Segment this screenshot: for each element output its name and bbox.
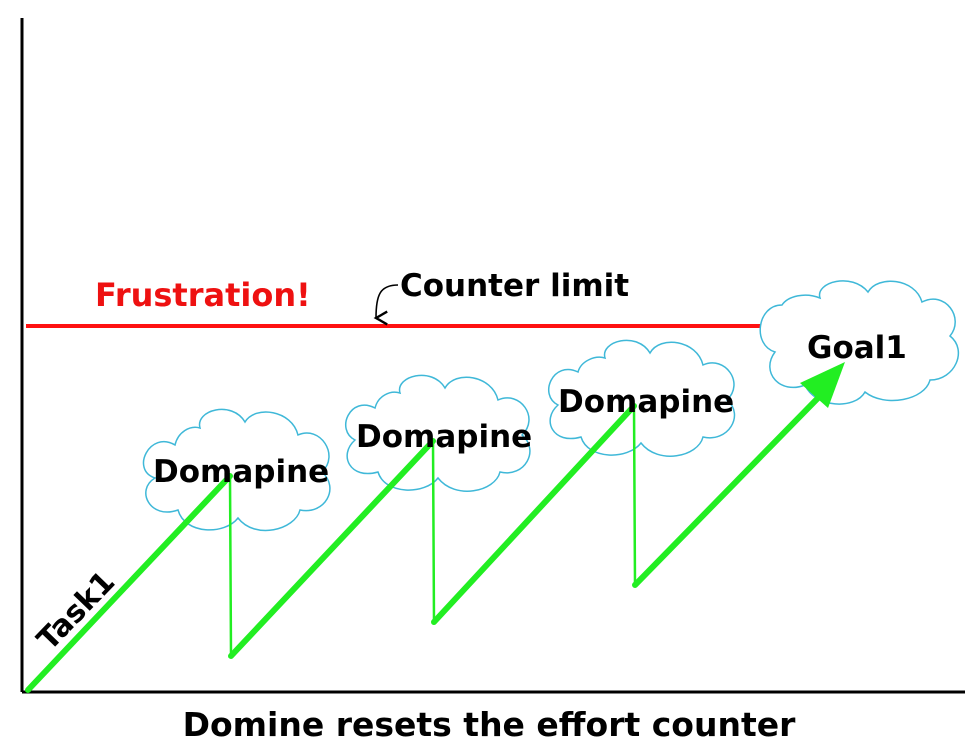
cloud-2-label: Domapine	[356, 419, 532, 455]
cloud-goal	[759, 280, 960, 405]
effort-line	[25, 395, 821, 693]
cloud-2	[345, 374, 531, 492]
effort-rise-4	[632, 395, 821, 588]
counter-limit-label: Counter limit	[400, 268, 629, 304]
effort-rise-3	[431, 403, 637, 625]
cloud-1	[142, 408, 331, 532]
task-label: Task1	[31, 565, 123, 658]
x-axis-label: Domine resets the effort counter	[183, 705, 797, 744]
effort-rise-2	[228, 438, 436, 659]
cloud-1-label: Domapine	[153, 454, 329, 490]
effort-reset-3	[632, 404, 637, 587]
cloud-3-label: Domapine	[558, 384, 734, 420]
goal-arrow-head	[800, 362, 845, 408]
goal-label: Goal1	[807, 330, 907, 366]
effort-reset-1	[228, 474, 233, 658]
effort-rise-1	[25, 473, 233, 693]
cloud-3	[548, 339, 736, 457]
effort-reset-2	[431, 439, 436, 624]
frustration-label: Frustration!	[95, 276, 311, 314]
counter-limit-pointer	[373, 284, 399, 326]
